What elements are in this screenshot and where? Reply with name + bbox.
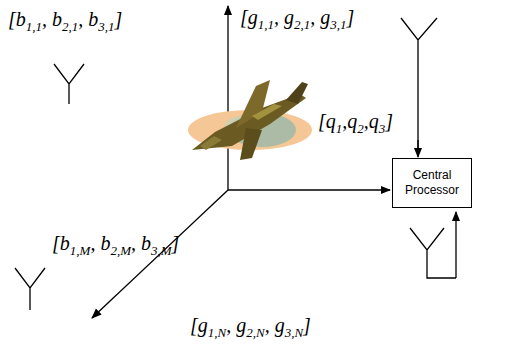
coordinate-label: [g1,1, g2,1, g3,1] [240, 6, 354, 32]
processor-box: Central Processor [392, 158, 472, 208]
x-axis [228, 189, 390, 190]
signal-wire [417, 140, 418, 157]
y-axis [92, 190, 228, 318]
antenna-symbol [15, 18, 456, 310]
coordinate-label: [g1,N, g2,N, g3,N] [190, 314, 311, 340]
signal-wire [455, 212, 456, 278]
aircraft [192, 80, 308, 160]
z-axis [227, 6, 228, 190]
coordinate-label: [b1,1, b2,1, b3,1] [8, 8, 122, 34]
coordinate-label: [b1,M, b2,M, b3,M] [52, 232, 179, 258]
coordinate-label: [q1,q2,q3] [318, 110, 393, 136]
node-text: Central Processor [393, 168, 471, 198]
